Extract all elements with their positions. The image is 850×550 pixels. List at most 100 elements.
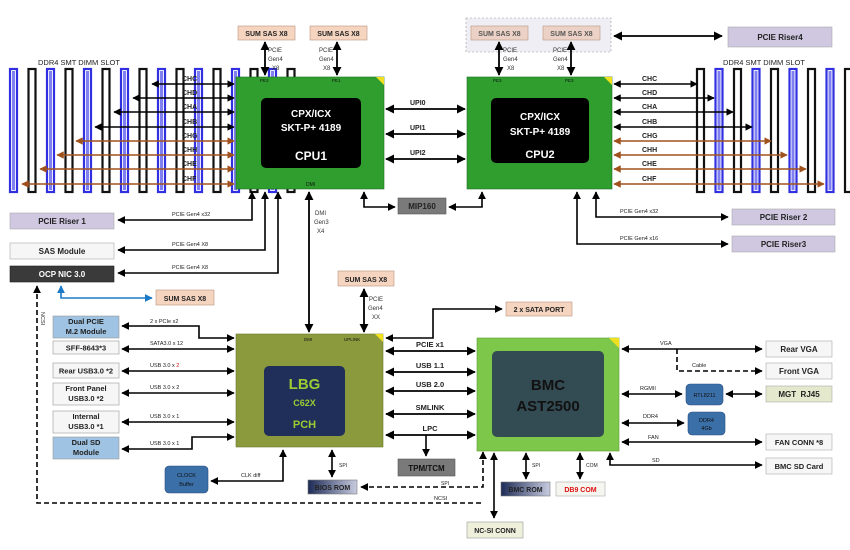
dimm-slot-fill	[234, 71, 237, 190]
pcie-gen4-x8-label: PCIE Gen4 X8	[268, 48, 283, 72]
dimm-slot	[732, 67, 743, 194]
rgmii-label: RGMII	[640, 386, 656, 392]
ncsi-conn-box	[466, 521, 524, 539]
rtl8211-box	[685, 383, 724, 406]
rear-vga-label: Rear VGA	[780, 345, 818, 354]
dimm-slot-fill	[160, 71, 163, 190]
pch-peripheral-box	[52, 362, 120, 379]
pcie-riser3-label: PCIE Riser3	[761, 240, 807, 249]
ncsi-bottom-label: NCSI	[434, 496, 448, 502]
bmc-bios-spi-link	[360, 451, 487, 491]
dimm-slot	[27, 67, 37, 194]
ddr4-chip-line2: 4Gb	[701, 426, 711, 432]
dimm-slot-fill	[791, 71, 795, 190]
pcie-gen4-x8-label: PCIE Gen4 X8	[553, 48, 568, 72]
pcie-riser1-box	[9, 212, 115, 230]
clk-diff-label: CLK diff	[241, 473, 261, 479]
cpu1-name: CPU1	[295, 149, 327, 163]
bmc-rom-box	[500, 481, 551, 497]
sum-sas-box-cpu1-b	[309, 25, 368, 41]
riser1-link-label: PCIE Gen4 x32	[172, 212, 210, 218]
sata-port-label: 2 x SATA PORT	[514, 307, 566, 314]
svg-text:PCIE: PCIE	[503, 48, 517, 54]
dimm-slot	[695, 67, 706, 194]
pch-bmc-link-label: LPC	[423, 424, 439, 433]
dimm-slot-fill	[197, 71, 200, 190]
pch-peripheral-label: Rear USB3.0 *2	[59, 367, 113, 376]
dimm-slot	[64, 67, 74, 194]
pch-peripheral-box	[52, 315, 120, 339]
sata-port-link	[385, 305, 503, 342]
sas-module-link-label: PCIE Gen4 X8	[172, 242, 208, 248]
svg-text:X4: X4	[317, 229, 325, 235]
channel-label: CHF	[642, 176, 657, 183]
pch-peripheral-label: USB3.0 *2	[68, 394, 103, 403]
front-vga-box	[765, 362, 833, 380]
rtl8211-label: RTL8211	[693, 393, 715, 399]
cpu1-socket: SKT-P+ 4189	[281, 123, 342, 134]
pcie-gen4-xx-label: PCIE Gen4 XX	[368, 297, 383, 321]
clock-buffer-line1: CLOCK	[177, 473, 196, 479]
svg-text:Gen4: Gen4	[368, 306, 383, 312]
svg-text:PCIE: PCIE	[319, 48, 333, 54]
cpu2-core	[491, 98, 589, 163]
mip160-box	[397, 197, 447, 215]
pch-peripheral-label: Front Panel	[65, 384, 106, 393]
cpu1-pin-pe1: PE1	[332, 78, 341, 83]
pcie-riser4-box	[727, 26, 833, 48]
clock-buffer-box	[164, 465, 209, 494]
pch-peripheral-link-label: 2 x PCIe x2	[150, 319, 178, 325]
sd-label: SD	[652, 458, 660, 464]
cpu2-name: CPU2	[525, 149, 554, 161]
channel-label: CHG	[642, 133, 658, 140]
sum-sas-box-pch	[337, 270, 395, 287]
bios-rom-box	[307, 479, 358, 495]
pch-peripheral-label: M.2 Module	[66, 327, 107, 336]
ddr4-label: DDR4	[643, 414, 658, 420]
channel-label: CHD	[642, 90, 657, 97]
dimm-slot-fill	[828, 71, 832, 190]
dimm-slot	[769, 67, 780, 194]
channel-label: CHB	[182, 119, 197, 126]
riser3-link	[573, 191, 729, 248]
vga-label: VGA	[660, 341, 672, 347]
dimm-slot-fill	[123, 71, 126, 190]
channel-label: CHC	[182, 76, 197, 83]
pch-peripheral-label: Internal	[72, 412, 99, 421]
sum-sas-label: SUM SAS X8	[345, 277, 388, 284]
pch-peripheral-label: Dual PCIE	[68, 317, 104, 326]
sata-port-box	[505, 301, 573, 317]
rear-vga-box	[765, 340, 833, 358]
sum-sas-label: SUM SAS X8	[478, 31, 521, 38]
com-label: COM	[586, 463, 598, 469]
dimm-slot	[806, 67, 817, 194]
dimm-slot	[212, 67, 222, 194]
svg-text:X8: X8	[507, 66, 515, 72]
pcie-riser2-label: PCIE Riser 2	[760, 213, 808, 222]
pch-bmc-link-label: SMLINK	[416, 403, 445, 412]
pcie-riser1-label: PCIE Riser 1	[38, 217, 86, 226]
channel-label: CHE	[182, 161, 197, 168]
channel-label: CHC	[642, 76, 657, 83]
bmc-sd-card-label: BMC SD Card	[775, 462, 824, 471]
db9-com-label: DB9 COM	[564, 487, 596, 494]
bmc-rom-label: BMC ROM	[508, 487, 542, 494]
cpu1-core	[261, 98, 361, 168]
dimm-slot-fill	[12, 71, 15, 190]
sum-sas-label: SUM SAS X8	[550, 31, 593, 38]
svg-text:DMI: DMI	[315, 211, 326, 217]
cpu2-model: CPX/ICX	[520, 112, 560, 123]
svg-text:Gen4: Gen4	[268, 57, 283, 63]
cpu2: CPX/ICX SKT-P+ 4189 CPU2 PE3 PE3	[466, 76, 613, 190]
channel-label: CHG	[182, 133, 198, 140]
sd-link	[606, 452, 763, 469]
sum-sas-box-cpu2-b	[542, 25, 601, 41]
channel-label: CHF	[182, 176, 197, 183]
pch-peripheral-box	[52, 340, 120, 355]
cpu2-pin-pe3: PE3	[565, 78, 574, 83]
cpu2-pin-pe3: PE3	[493, 78, 502, 83]
front-vga-label: Front VGA	[779, 367, 819, 376]
mip160-link-cpu1	[360, 191, 396, 211]
